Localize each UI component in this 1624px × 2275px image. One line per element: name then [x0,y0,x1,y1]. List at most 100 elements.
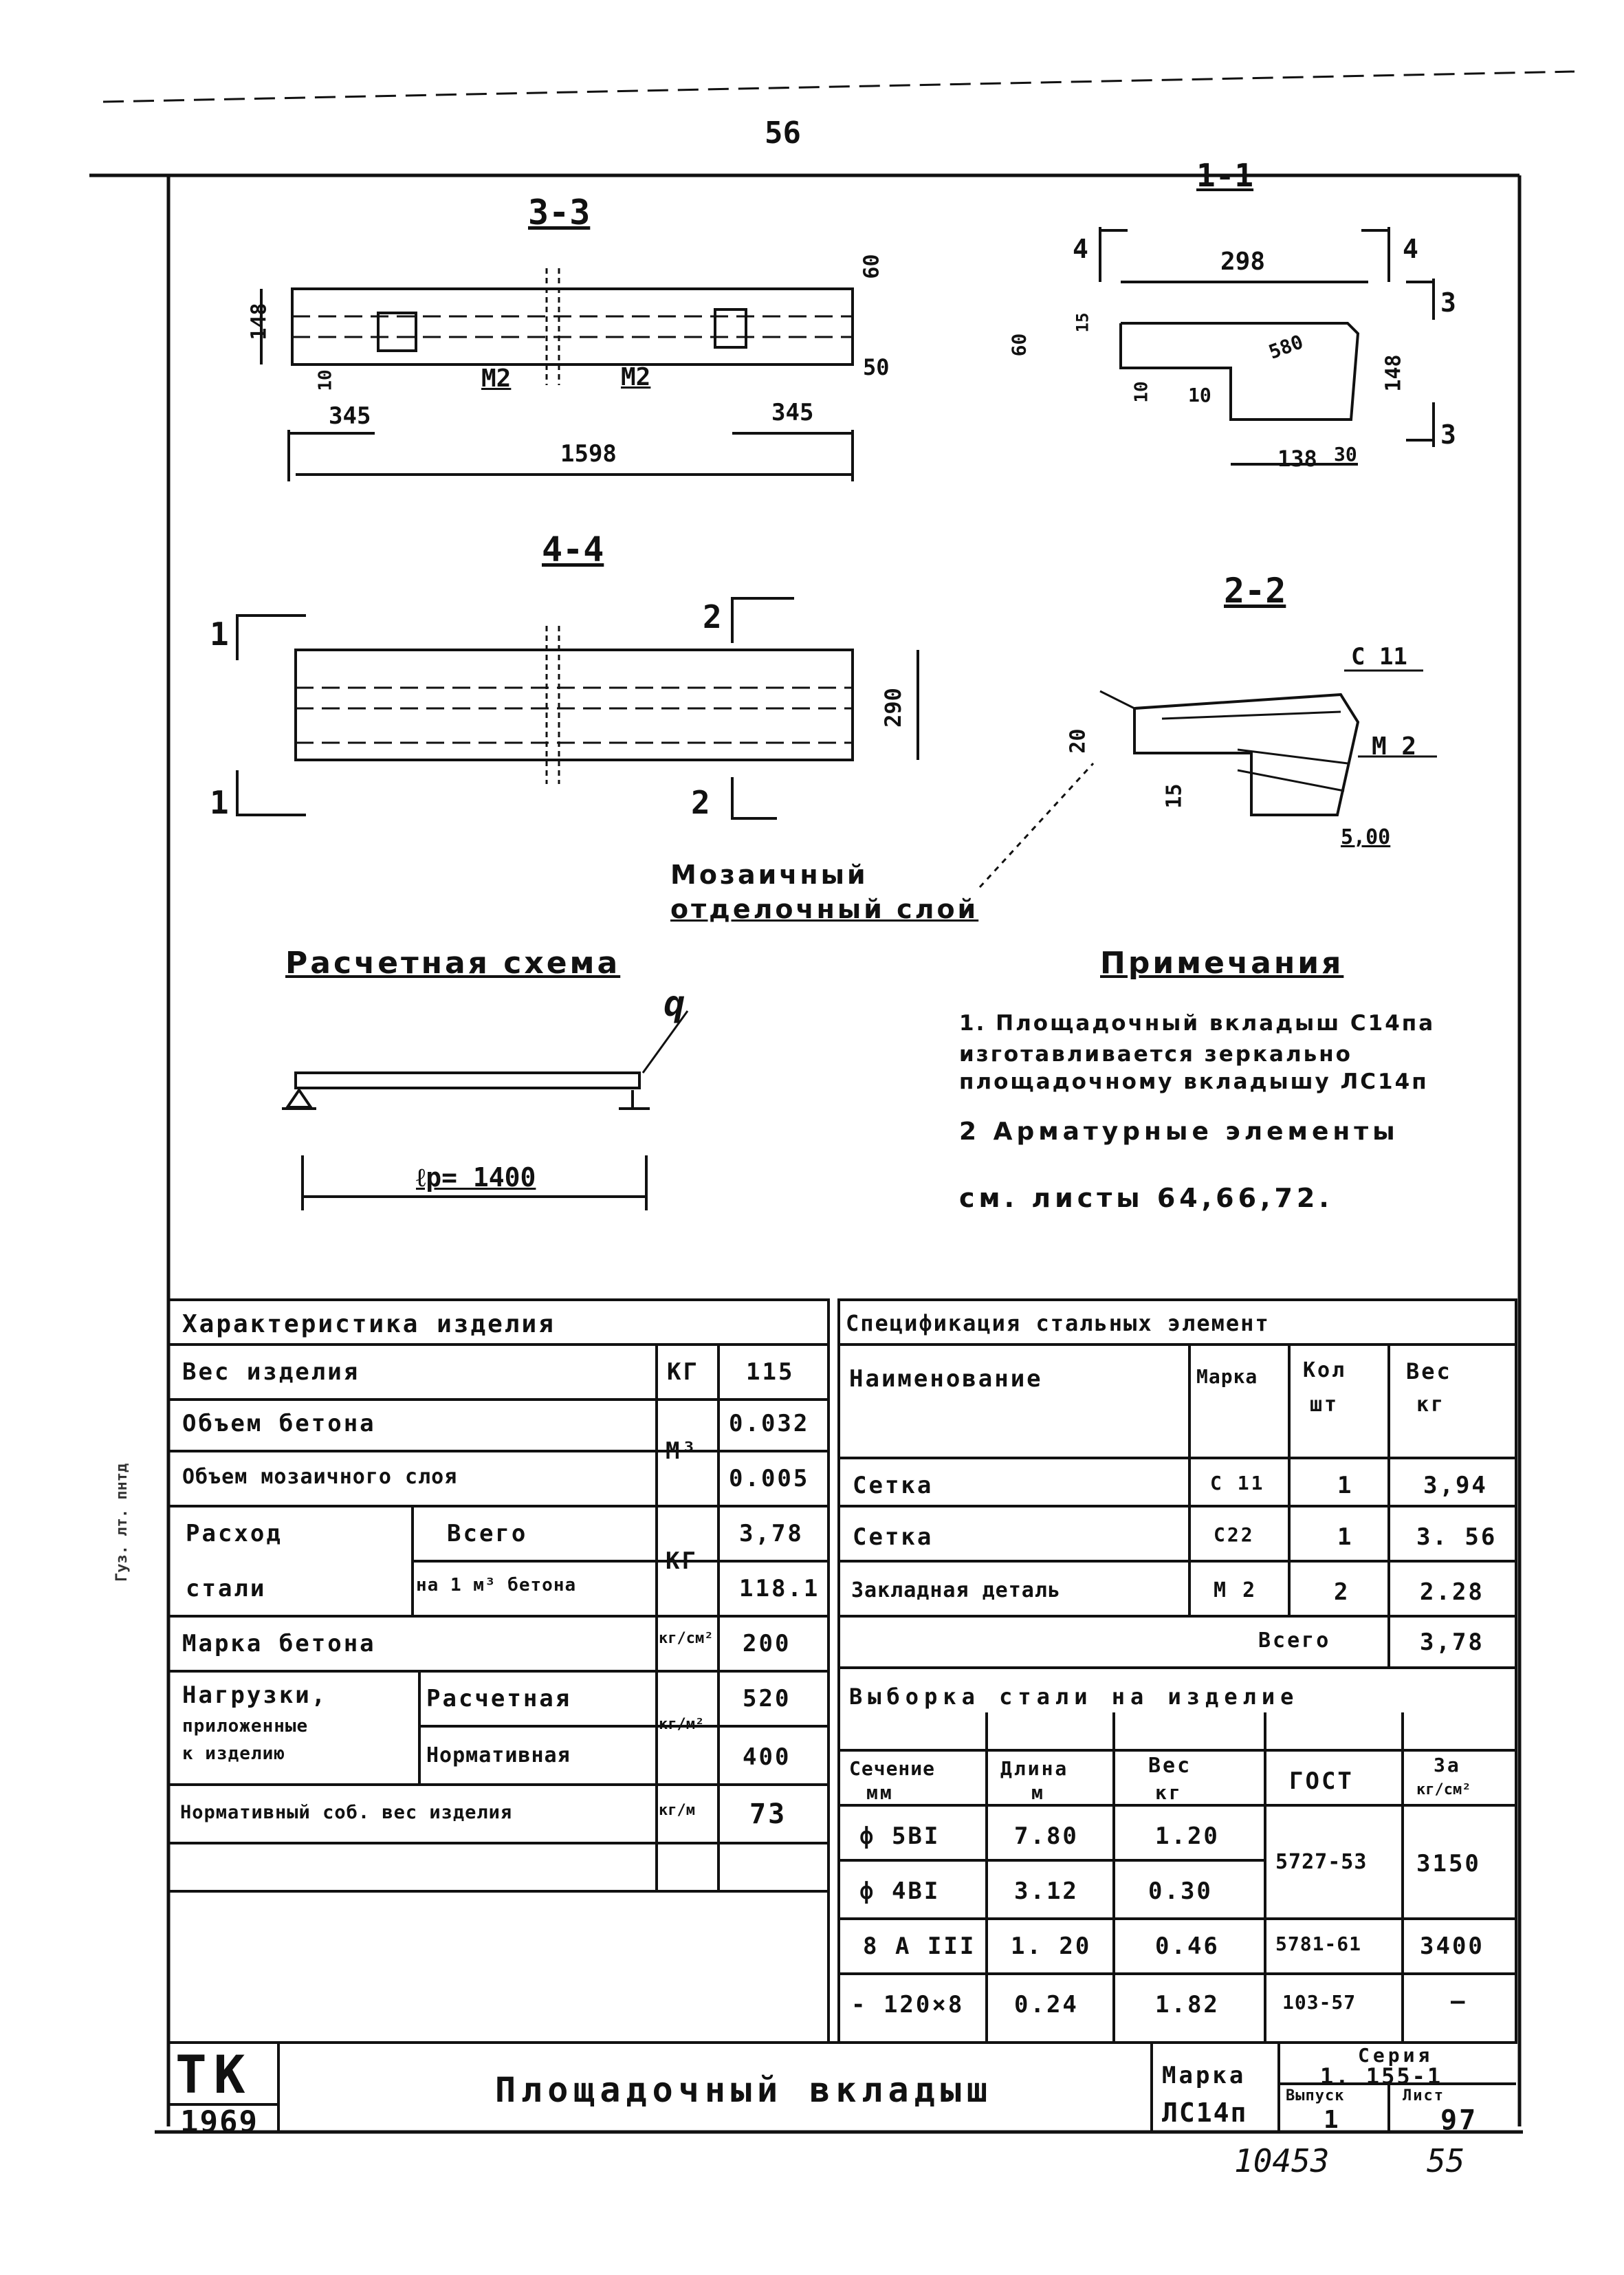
char-grade-unit: кг/см² [659,1630,714,1647]
dim-345-right: 345 [771,399,814,426]
char-steel-per: 118.1 [739,1575,820,1602]
spec-row-3-weight: 2.28 [1420,1578,1484,1606]
char-weight-unit: КГ [667,1358,699,1386]
spec-row-3-name: Закладная деталь [851,1578,1061,1602]
section-2-2-title: 2-2 [1224,571,1286,611]
char-steel-label-1: Расход [186,1520,283,1547]
mosaic-label-2: отделочный слой [670,894,979,924]
cut-1-bottom: 1 [210,784,229,821]
margin-stamp: Гуз. лт. пнтд [113,1463,131,1582]
section-3-3-title: 3-3 [528,193,591,232]
span-lp: ℓр= 1400 [416,1162,536,1193]
section-1-1-title: 1-1 [1196,157,1254,194]
sel-row-4-section: - 120×8 [851,1991,965,2018]
cut-4-right: 4 [1403,234,1418,264]
char-loads-label-1: Нагрузки, [182,1681,328,1709]
issue-value: 1 [1324,2106,1341,2134]
load-q: q [663,983,685,1025]
sel-title: Выборка стали на изделие [849,1684,1299,1710]
cut-2-top: 2 [703,598,722,635]
spec-row-2-name: Сетка [853,1523,934,1551]
sel-row-2-length: 3.12 [1014,1877,1079,1905]
dim-148: 148 [247,303,272,340]
char-loads-unit: кг/м² [659,1716,705,1733]
char-own-value: 73 [749,1798,787,1830]
series-value: 1. 155-1 [1320,2063,1443,2089]
note-line-3: площадочному вкладышу ЛС14п [959,1069,1429,1094]
sel-price-b: 3400 [1420,1933,1484,1960]
section-4-4-title: 4-4 [542,530,604,569]
sel-h-weight-1: Вес [1148,1754,1192,1778]
sel-row-3-weight: 0.46 [1155,1933,1220,1960]
spec-h-qty-2: шт [1310,1393,1339,1417]
sel-row-3-length: 1. 20 [1011,1933,1092,1960]
sheet-value: 97 [1440,2104,1478,2136]
sel-h-section-2: мм [866,1781,894,1804]
char-loads-calc: 520 [743,1685,791,1712]
sel-row-3-section: 8 А III [863,1933,976,1960]
sel-row-1-weight: 1.20 [1155,1822,1220,1850]
cut-4-left: 4 [1073,234,1088,264]
spec-total-value: 3,78 [1420,1629,1484,1656]
char-steel-per-label: на 1 м³ бетона [416,1575,577,1596]
spec-row-1-qty: 1 [1337,1472,1354,1499]
char-loads-calc-label: Расчетная [426,1685,572,1712]
char-loads-norm: 400 [743,1743,791,1771]
dim-60-b: 60 [1007,333,1031,357]
sel-row-2-section: ф 4ВI [859,1877,941,1905]
note-line-5: см. листы 64,66,72. [959,1183,1333,1213]
sel-h-gost: ГОСТ [1289,1767,1354,1795]
char-steel-total-label: Всего [447,1520,528,1547]
dim-148-b: 148 [1381,354,1406,392]
dim-298: 298 [1220,248,1266,276]
mark-value: ЛС14п [1162,2098,1248,2128]
cut-1-top: 1 [210,616,229,653]
mark-m2-right: М2 [621,363,651,391]
org-stamp: ТК [175,2044,252,2105]
cut-3-top: 3 [1440,287,1456,318]
note-line-4: 2 Арматурные элементы [959,1118,1399,1146]
spec-h-name: Наименование [849,1365,1043,1393]
sel-h-price-2: кг/см² [1416,1781,1471,1798]
char-steel-total: 3,78 [739,1520,804,1547]
dim-138: 138 [1277,446,1317,472]
mark-c11: С 11 [1351,643,1407,671]
spec-row-2-qty: 1 [1337,1523,1354,1551]
footer-number-1: 10453 [1234,2142,1330,2179]
notes-title: Примечания [1100,946,1344,981]
char-volume-unit: М³ [666,1437,698,1465]
char-steel-label-2: стали [186,1575,267,1602]
mark-m2-left: М2 [481,364,512,393]
cut-2-bottom: 2 [691,784,710,821]
sel-row-1-section: ф 5ВI [859,1822,941,1850]
year: 1969 [180,2104,259,2140]
footer-number-2: 55 [1427,2142,1465,2179]
sel-h-weight-2: кг [1155,1781,1183,1804]
spec-row-2-mark: С22 [1214,1523,1255,1546]
dim-15: 15 [1073,312,1093,333]
sel-h-length-2: м [1031,1781,1045,1804]
spec-row-1-mark: С 11 [1210,1472,1265,1494]
spec-row-1-weight: 3,94 [1423,1472,1488,1499]
sel-gost-b: 5781-61 [1275,1933,1362,1955]
sel-row-4-length: 0.24 [1014,1991,1079,2018]
mark-label: Марка [1162,2062,1247,2089]
spec-row-2-weight: 3. 56 [1416,1523,1497,1551]
char-grade-label: Марка бетона [182,1630,376,1657]
dim-345-left: 345 [329,402,371,430]
dim-50: 50 [863,354,890,380]
char-own-unit: кг/м [659,1802,695,1819]
sel-h-price-1: За [1434,1754,1461,1776]
char-weight-value: 115 [746,1358,795,1386]
spec-row-3-qty: 2 [1334,1578,1350,1606]
char-mosaic-value: 0.005 [729,1465,810,1492]
sel-gost-a: 5727-53 [1275,1850,1368,1874]
char-steel-unit: КГ [666,1547,698,1575]
dim-290: 290 [879,688,906,728]
sheet-label: Лист [1403,2087,1445,2104]
char-title: Характеристика изделия [182,1310,556,1338]
note-line-2: изготавливается зеркально [959,1042,1352,1067]
char-concrete-label: Объем бетона [182,1410,376,1437]
spec-h-weight-1: Вес [1406,1358,1452,1384]
char-own-label: Нормативный соб. вес изделия [180,1802,513,1823]
